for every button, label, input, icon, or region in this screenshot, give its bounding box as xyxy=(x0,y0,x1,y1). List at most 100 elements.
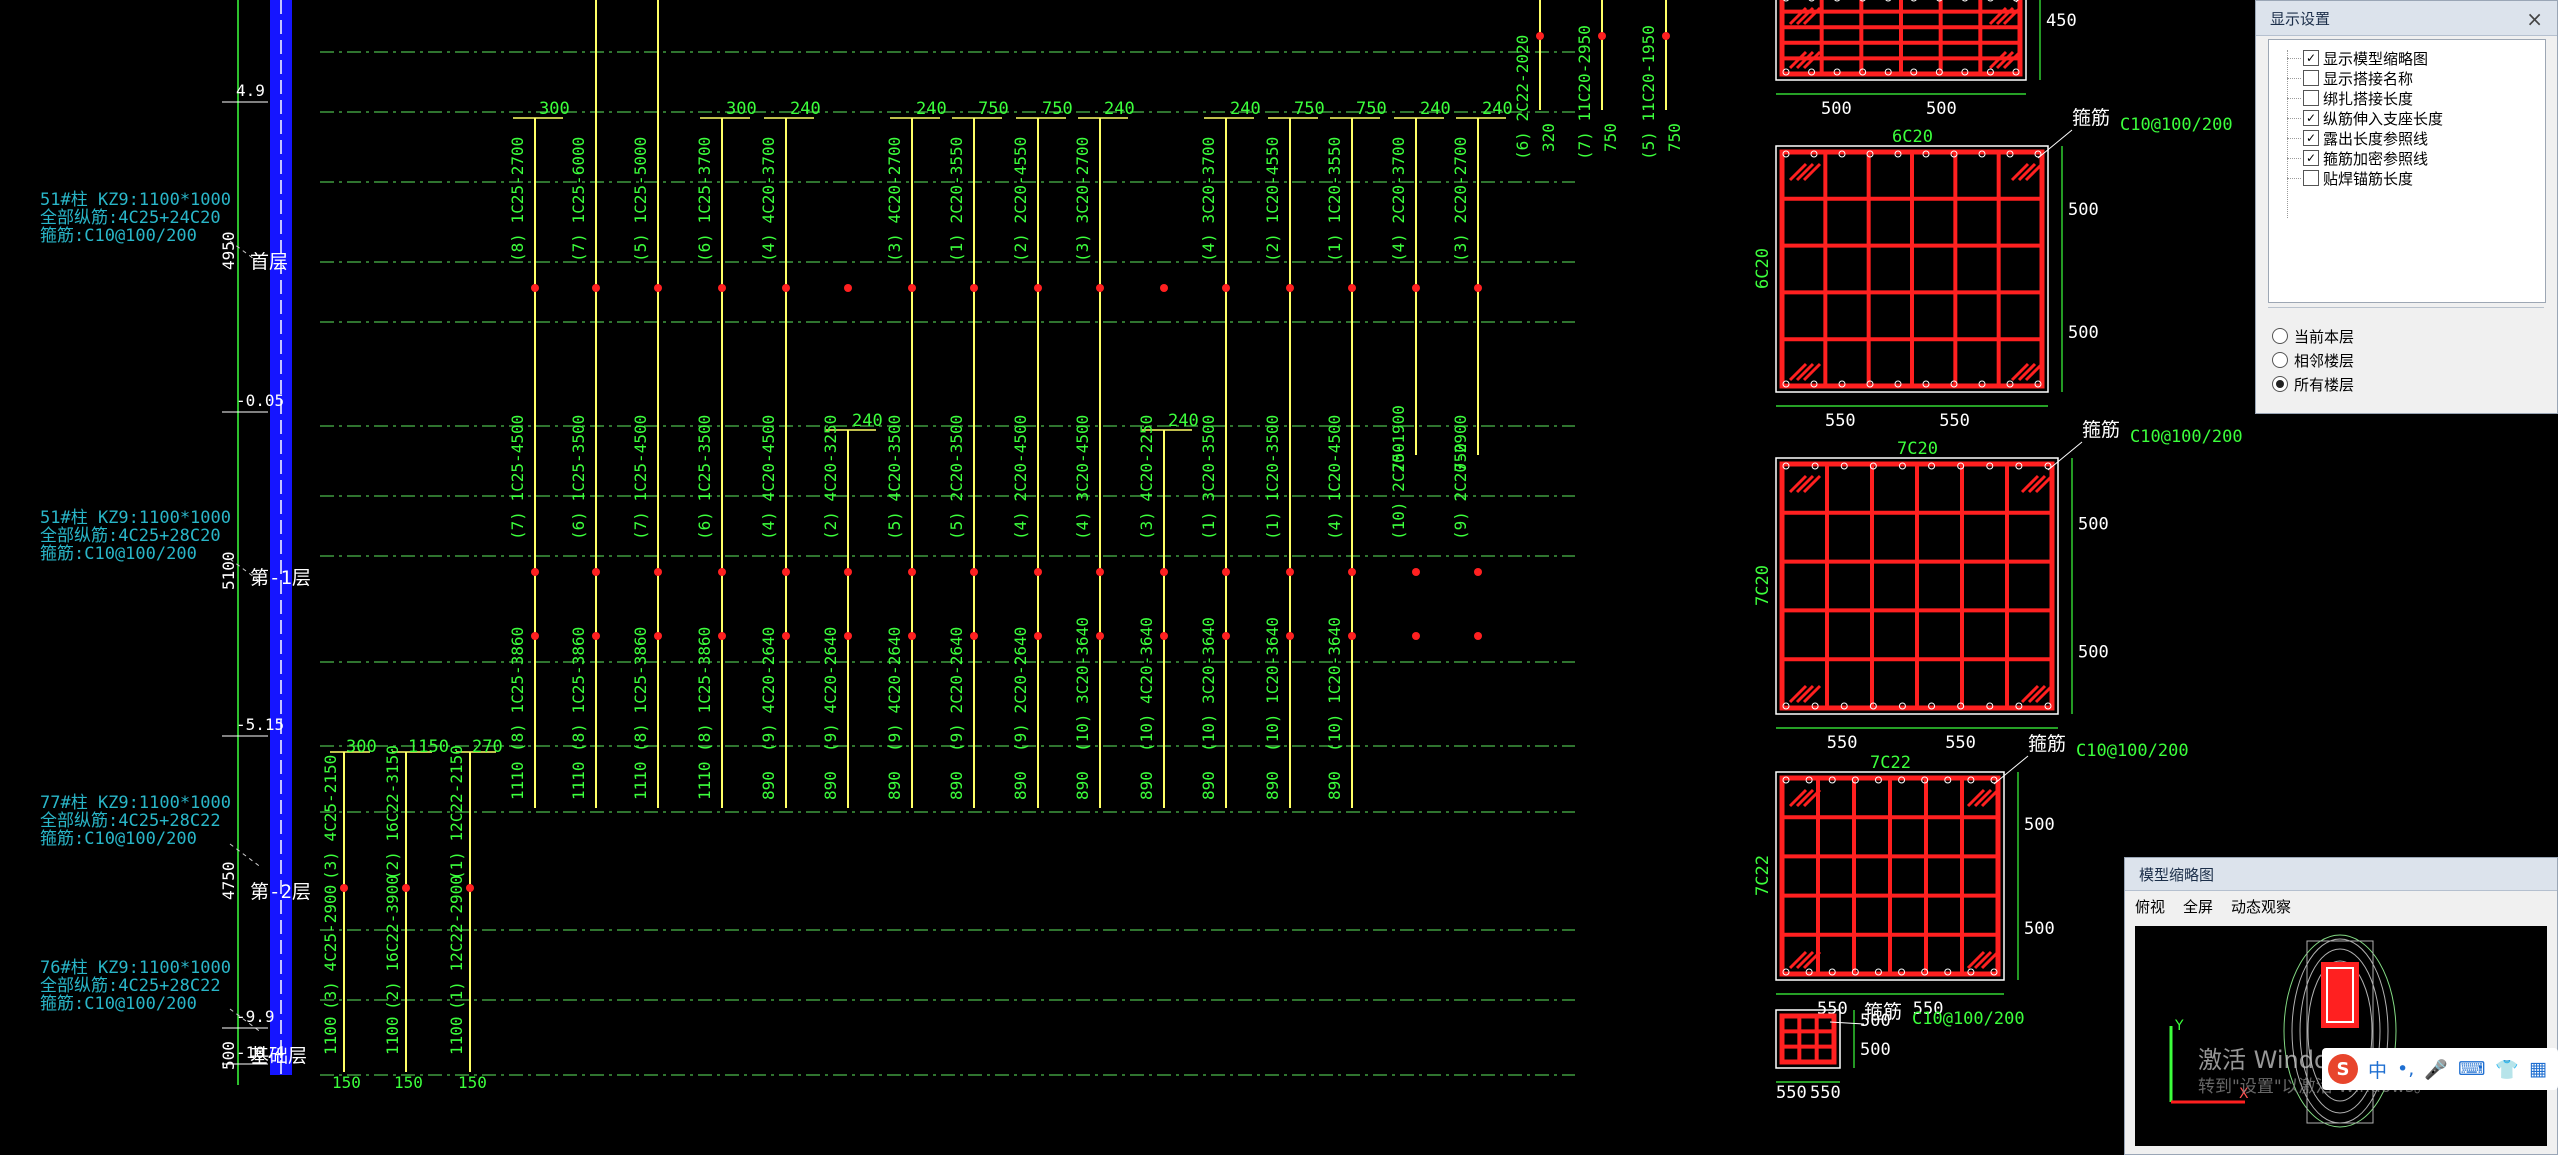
splice-point xyxy=(1536,32,1544,40)
ime-toolbar[interactable]: S 中 •, 🎤 ⌨ 👕 ▦ xyxy=(2322,1048,2558,1090)
rebar-length-label: 1110 xyxy=(695,761,714,800)
rebar-spec-label: (1) 12C22-2900 xyxy=(447,875,466,1010)
sogou-logo-icon[interactable]: S xyxy=(2328,1054,2358,1084)
floor-scope-option[interactable]: 所有楼层 xyxy=(2272,374,2354,394)
rebar-spec-label: (5) 2C20-3500 xyxy=(947,415,966,540)
settings-option-row[interactable]: ✓纵筋伸入支座长度 xyxy=(2287,108,2443,128)
toolbox-icon[interactable]: ▦ xyxy=(2529,1058,2547,1080)
section-dim-label: 500 xyxy=(2024,919,2055,939)
settings-option-row[interactable]: ✓显示模型缩略图 xyxy=(2287,48,2428,68)
column-section-outline xyxy=(1775,1009,1841,1069)
stirrup-hook xyxy=(2010,162,2030,182)
stirrup-hook xyxy=(1802,950,1822,970)
orbit-view-button[interactable]: 动态观察 xyxy=(2231,897,2292,916)
splice-point xyxy=(844,632,852,640)
stirrup-hook xyxy=(1795,474,1815,494)
leader-line xyxy=(229,558,263,584)
rebar-spec-label: (4) 3C20-3700 xyxy=(1199,137,1218,262)
stirrup-hook xyxy=(1788,950,1808,970)
longitudinal-bar xyxy=(1894,150,1902,158)
rebar-spec-label: (4) 2C20-4500 xyxy=(1011,415,1030,540)
top-view-button[interactable]: 俯视 xyxy=(2135,897,2166,916)
rebar-length-label: 750 xyxy=(1451,443,1470,472)
keyboard-icon[interactable]: ⌨ xyxy=(2457,1058,2486,1080)
radio-button[interactable] xyxy=(2272,328,2288,344)
display-settings-panel: 显示设置 × ✓显示模型缩略图显示搭接名称绑扎搭接长度✓纵筋伸入支座长度✓露出长… xyxy=(2255,0,2558,414)
tree-branch xyxy=(2287,177,2301,179)
checkbox[interactable]: ✓ xyxy=(2303,130,2319,146)
rebar-spec-label: (4) 3C20-4500 xyxy=(1073,415,1092,540)
longitudinal-bar xyxy=(1898,776,1906,784)
fullscreen-button[interactable]: 全屏 xyxy=(2183,897,2214,916)
longitudinal-bar xyxy=(1840,702,1848,710)
settings-option-row[interactable]: ✓箍筋加密参照线 xyxy=(2287,148,2428,168)
section-dim-label: 500 xyxy=(2068,200,2099,220)
rebar-spec-label: (8) 1C25-3860 xyxy=(695,627,714,752)
stirrup-hook xyxy=(1788,474,1808,494)
floor-scope-option[interactable]: 相邻楼层 xyxy=(2272,350,2354,370)
rebar-hook-length: 240 xyxy=(1482,99,1513,119)
close-icon[interactable]: × xyxy=(2526,7,2543,31)
radio-button[interactable] xyxy=(2272,376,2288,392)
column-band xyxy=(270,0,292,1075)
settings-option-row[interactable]: 贴焊锚筋长度 xyxy=(2287,168,2413,188)
longitudinal-bar xyxy=(1898,702,1906,710)
section-dim-label: 550 xyxy=(1810,1083,1841,1103)
rebar-length-label: 750 xyxy=(1601,123,1620,152)
settings-option-row[interactable]: 显示搭接名称 xyxy=(2287,68,2413,88)
ime-punctuation-icon[interactable]: •, xyxy=(2397,1058,2415,1080)
radio-button[interactable] xyxy=(2272,352,2288,368)
checkbox[interactable]: ✓ xyxy=(2303,150,2319,166)
settings-option-row[interactable]: ✓露出长度参照线 xyxy=(2287,128,2428,148)
floor-scope-option[interactable]: 当前本层 xyxy=(2272,326,2354,346)
longitudinal-bar xyxy=(2034,380,2042,388)
settings-option-row[interactable]: 绑扎搭接长度 xyxy=(2287,88,2413,108)
stirrup-hook xyxy=(2020,474,2040,494)
rebar-spec-label: (9) 2C20-2640 xyxy=(947,627,966,752)
rebar-spec-label: (4) 1C20-4500 xyxy=(1325,415,1344,540)
stirrup-hook xyxy=(1988,50,2008,70)
splice-point xyxy=(718,632,726,640)
checkbox[interactable] xyxy=(2303,70,2319,86)
ime-language-toggle[interactable]: 中 xyxy=(2368,1059,2388,1082)
checkbox[interactable] xyxy=(2303,170,2319,186)
longitudinal-bar xyxy=(1987,0,1994,2)
section-dim-label: 550 xyxy=(1827,733,1858,753)
skin-icon[interactable]: 👕 xyxy=(2495,1058,2520,1081)
stirrup-hook xyxy=(1795,684,1815,704)
longitudinal-bar xyxy=(1936,0,1943,2)
stirrup-leader xyxy=(1993,755,2029,785)
splice-point xyxy=(1662,32,1670,40)
rebar-length-label: 1110 xyxy=(631,761,650,800)
checkbox[interactable]: ✓ xyxy=(2303,110,2319,126)
stirrup-hook xyxy=(2024,162,2044,182)
longitudinal-bar xyxy=(1782,380,1790,388)
checkbox[interactable]: ✓ xyxy=(2303,50,2319,66)
longitudinal-bar xyxy=(1967,776,1975,784)
longitudinal-bar xyxy=(1834,0,1840,2)
splice-point xyxy=(908,284,916,292)
splice-point xyxy=(1598,32,1606,40)
splice-point xyxy=(1034,568,1042,576)
longitudinal-bar xyxy=(1944,776,1952,784)
longitudinal-bar xyxy=(1782,702,1790,710)
longitudinal-bar xyxy=(1986,702,1994,710)
longitudinal-bar xyxy=(1808,68,1816,76)
microphone-icon[interactable]: 🎤 xyxy=(2424,1058,2448,1081)
tree-branch xyxy=(2287,157,2301,159)
stirrup-hook xyxy=(1795,950,1815,970)
stirrup-hook xyxy=(1802,788,1822,808)
rebar-length-label: 890 xyxy=(821,771,840,800)
tree-branch xyxy=(2287,97,2301,99)
splice-point xyxy=(466,884,474,892)
stirrup-spec-label: C10@100/200 xyxy=(1912,1009,2025,1029)
longitudinal-bar xyxy=(2034,150,2042,158)
section-dim-label: 500 xyxy=(1860,1040,1891,1060)
thumbnail-viewport[interactable]: Y X xyxy=(2135,926,2547,1146)
splice-point xyxy=(718,284,726,292)
level-elevation-label: 4.9 xyxy=(236,81,265,100)
rebar-spec-label: (6) 2C22-2020 xyxy=(1513,35,1532,160)
option-label: 贴焊锚筋长度 xyxy=(2323,169,2414,188)
checkbox[interactable] xyxy=(2303,90,2319,106)
